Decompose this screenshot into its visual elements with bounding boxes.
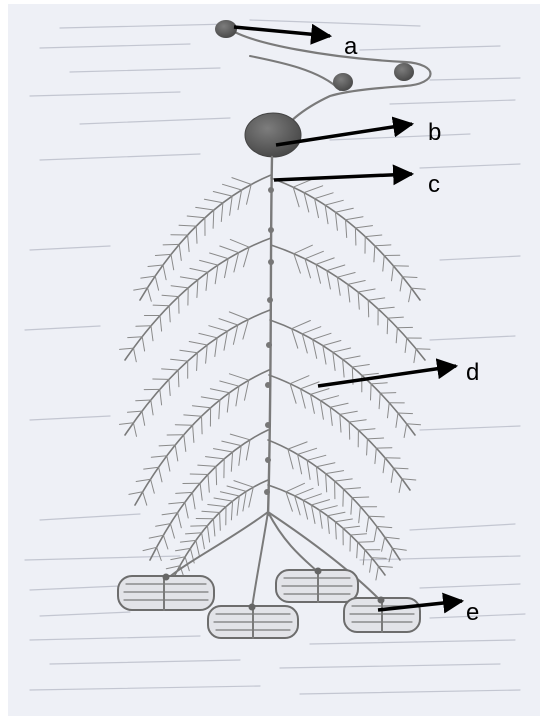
pod-knot-right	[378, 597, 385, 604]
spiral-bead-right	[394, 63, 414, 81]
leaflet	[398, 413, 413, 414]
leaflet	[153, 305, 169, 306]
leaflet	[416, 349, 430, 350]
spiral-bead-middle	[333, 73, 353, 91]
label-b: b	[428, 119, 441, 146]
pod-middle	[208, 606, 298, 638]
leaflet	[216, 466, 217, 484]
pod-center-right	[276, 570, 358, 602]
leaflet	[355, 228, 356, 245]
pod-knot-center-right	[315, 568, 322, 575]
label-e: e	[466, 599, 479, 626]
label-a: a	[344, 33, 358, 60]
leaflet	[136, 400, 151, 401]
label-d: d	[466, 359, 479, 386]
leaflet	[380, 393, 396, 394]
leaflet	[178, 370, 179, 387]
large-ball	[245, 113, 301, 157]
leaflet	[349, 422, 350, 439]
leaflet	[352, 497, 369, 498]
pod-knot-middle	[249, 604, 256, 611]
leaflet	[175, 425, 192, 426]
leaflet	[163, 244, 179, 245]
spiral-bead-top	[215, 20, 237, 38]
leaflet	[220, 513, 221, 531]
leaflet	[202, 416, 203, 434]
leaflet	[190, 474, 208, 475]
leaflet	[213, 210, 214, 228]
leaflet	[368, 300, 369, 317]
leaflet	[358, 542, 374, 543]
leaflet	[387, 318, 388, 334]
leaflet	[369, 516, 385, 517]
pod-left	[118, 576, 214, 610]
pod-knot-left	[163, 574, 170, 581]
leaflet	[372, 558, 387, 559]
leaflet	[191, 526, 208, 527]
leaflet	[371, 384, 372, 400]
leaflet	[343, 489, 344, 506]
label-c: c	[428, 171, 440, 198]
leaflet	[136, 326, 151, 327]
